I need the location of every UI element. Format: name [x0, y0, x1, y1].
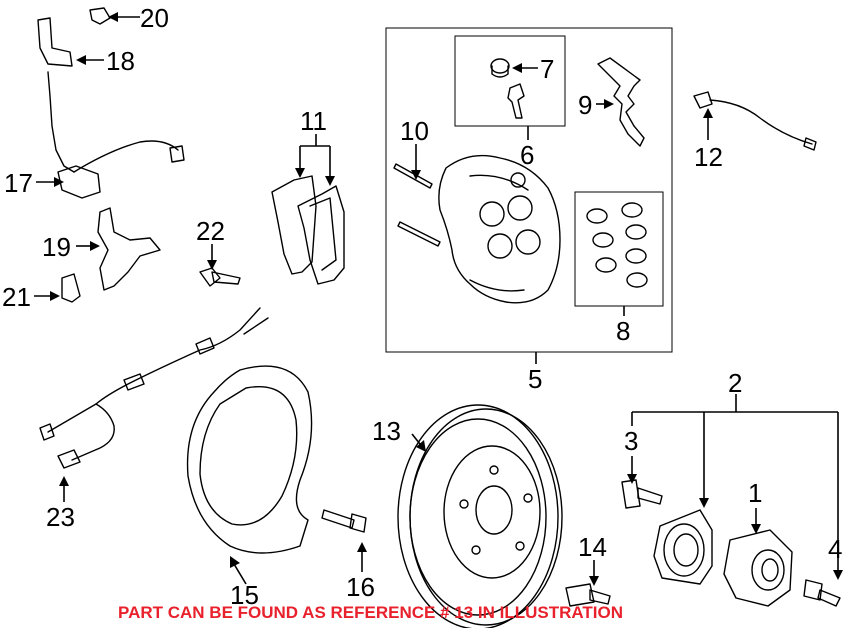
bleeder-kit-box [454, 35, 566, 127]
sensor-bracket-part [97, 207, 161, 291]
leader-lines [34, 12, 843, 586]
callout-11: 11 [300, 106, 327, 136]
bleeder-screw-part [490, 58, 525, 119]
guide-pins-part [393, 163, 441, 247]
abs-harness-part [39, 307, 269, 469]
caliper-body-part [438, 154, 561, 304]
callout-9: 9 [578, 90, 592, 120]
callout-17: 17 [4, 168, 33, 198]
cable-clip-part [61, 273, 81, 303]
splash-shield-part [186, 365, 313, 554]
callout-8: 8 [616, 316, 630, 346]
callout-13: 13 [372, 416, 401, 446]
callout-6: 6 [520, 140, 534, 170]
caliper-clip-part [597, 57, 645, 147]
callout-20: 20 [140, 3, 169, 33]
hub-bolt-part [621, 479, 663, 509]
brake-pads-part [271, 175, 345, 285]
callout-5: 5 [528, 364, 542, 394]
caliper-assembly-box [385, 27, 673, 353]
callout-18: 18 [106, 46, 135, 76]
callout-2: 2 [728, 368, 742, 398]
callout-1: 1 [748, 478, 762, 508]
speed-sensor-part [199, 267, 241, 287]
shield-bolt-part [321, 509, 367, 533]
callout-7: 7 [540, 54, 554, 84]
callout-23: 23 [46, 502, 75, 532]
hub-mount-bolt-part [803, 579, 841, 607]
wheel-hub-part [723, 529, 793, 607]
reference-note: PART CAN BE FOUND AS REFERENCE # 13 IN I… [118, 603, 623, 622]
callout-21: 21 [2, 282, 31, 312]
callout-12: 12 [694, 142, 723, 172]
seal-kit-box [574, 191, 664, 307]
hose-clip-part [89, 7, 111, 25]
brake-rotor-part [397, 404, 563, 628]
wear-sensor-part [693, 91, 817, 151]
callout-19: 19 [42, 232, 71, 262]
seal-kit-part [586, 202, 648, 288]
callout-16: 16 [346, 572, 375, 602]
callout-4: 4 [828, 534, 842, 564]
callout-22: 22 [196, 216, 225, 246]
callout-10: 10 [400, 116, 429, 146]
wheel-bearing-part [653, 509, 713, 585]
hose-bracket-part [37, 17, 73, 67]
callout-15: 15 [230, 580, 259, 610]
brake-hose-part [47, 71, 185, 199]
caliper-bolt-part [565, 583, 611, 607]
callout-14: 14 [578, 532, 607, 562]
callout-3: 3 [624, 426, 638, 456]
